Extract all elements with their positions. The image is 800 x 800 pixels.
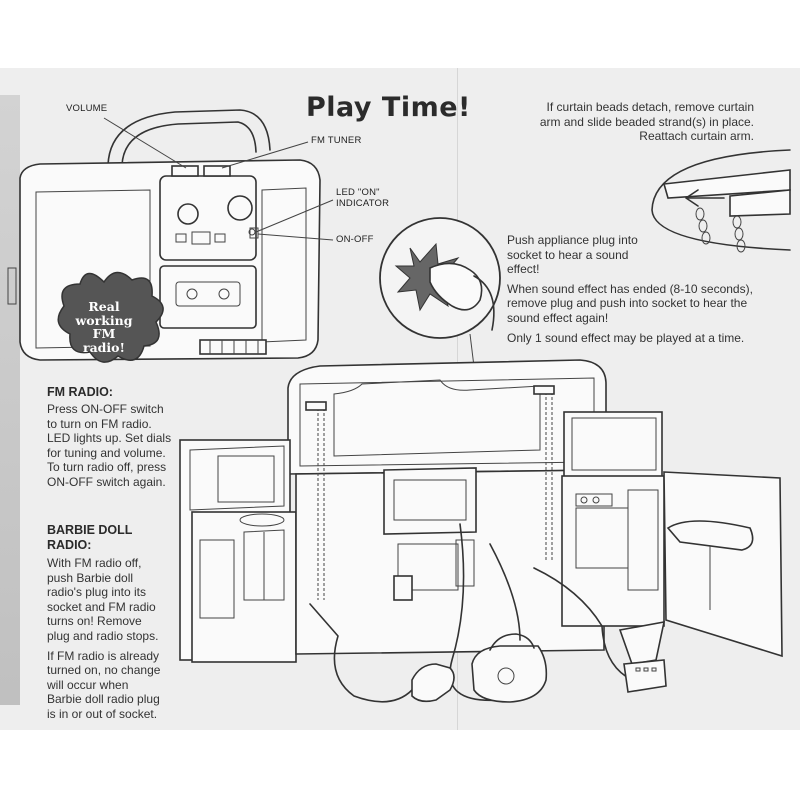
page-title: Play Time! <box>306 92 471 123</box>
appliance-para-3: Only 1 sound effect may be played at a t… <box>507 330 745 345</box>
led-indicator-label-line1: LED "ON" <box>336 187 380 198</box>
volume-label: VOLUME <box>66 103 108 114</box>
appliance-para-2: When sound effect has ended (8-10 second… <box>507 281 753 325</box>
playset-illustration <box>179 359 783 703</box>
badge-line: working <box>75 312 133 328</box>
badge-line: Real <box>88 299 120 314</box>
badge-line: FM <box>92 326 116 341</box>
fm-radio-heading: FM RADIO: <box>47 385 113 399</box>
fm-radio-instructions: Press ON-OFF switch to turn on FM radio.… <box>47 402 172 489</box>
flower-badge <box>57 271 164 363</box>
page-edge-shadow <box>0 95 20 705</box>
flower-badge-text: Real working FM radio! <box>58 300 150 354</box>
appliance-instructions: Push appliance plug into socket to hear … <box>507 233 765 350</box>
barbie-radio-para-2: If FM radio is already turned on, no cha… <box>47 648 161 721</box>
badge-line: radio! <box>83 339 125 355</box>
on-off-label: ON-OFF <box>336 234 374 245</box>
appliance-para-1: Push appliance plug into socket to hear … <box>507 233 638 277</box>
curtain-bead-note: If curtain beads detach, remove curtain … <box>539 100 754 144</box>
barbie-radio-para-1: With FM radio off, push Barbie doll radi… <box>47 556 159 643</box>
barbie-radio-instructions: With FM radio off, push Barbie doll radi… <box>47 556 165 727</box>
led-indicator-label-line2: INDICATOR <box>336 198 390 209</box>
fm-tuner-label: FM TUNER <box>311 135 362 146</box>
barbie-radio-heading: BARBIE DOLL RADIO: <box>47 523 133 552</box>
fm-radio-illustration <box>7 109 334 361</box>
curtain-inset-illustration <box>651 149 791 253</box>
